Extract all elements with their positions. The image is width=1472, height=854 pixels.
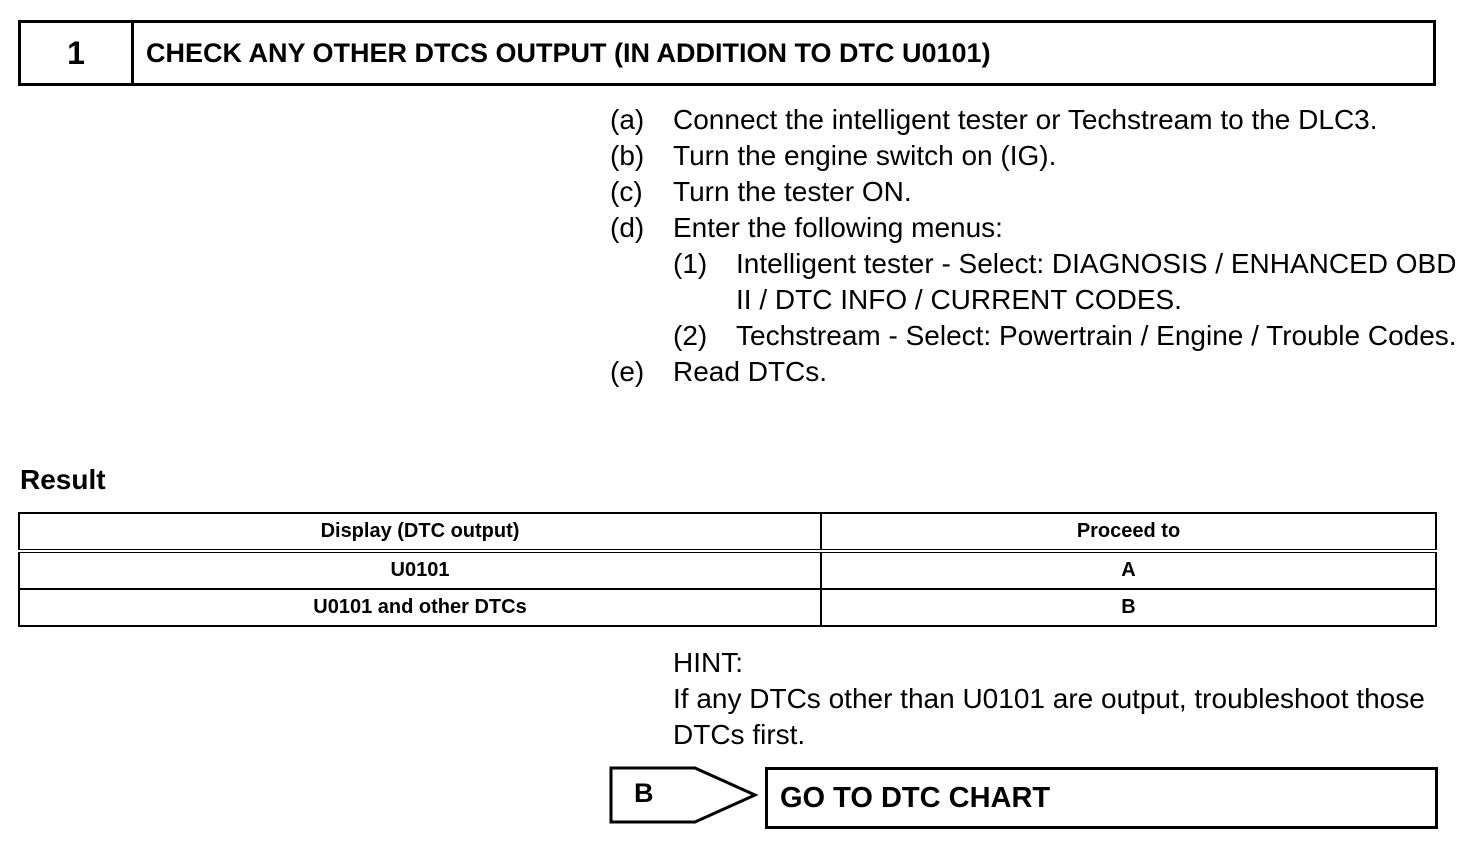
procedure-label: (c): [610, 176, 643, 207]
submenu-label: (1): [673, 248, 708, 279]
hint-block: HINT: If any DTCs other than U0101 are o…: [673, 645, 1443, 753]
result-table: Display (DTC output) Proceed to U0101 A …: [18, 512, 1437, 627]
procedure-list: (a) Connect the intelligent tester or Te…: [610, 102, 1460, 390]
procedure-item-e: (e) Read DTCs.: [610, 354, 1460, 390]
submenu-text: Intelligent tester - Select: DIAGNOSIS /…: [736, 248, 1457, 315]
column-header-display: Display (DTC output): [18, 512, 822, 553]
table-row: U0101 and other DTCs B: [18, 588, 1437, 627]
step-header: 1 CHECK ANY OTHER DTCS OUTPUT (IN ADDITI…: [18, 20, 1436, 86]
procedure-text: Read DTCs.: [673, 356, 828, 387]
procedure-item-a: (a) Connect the intelligent tester or Te…: [610, 102, 1460, 138]
procedure-label: (a): [610, 104, 645, 135]
submenu-list: (1) Intelligent tester - Select: DIAGNOS…: [610, 246, 1460, 354]
goto-action-box: GO TO DTC CHART: [765, 767, 1438, 829]
procedure-text: Turn the tester ON.: [673, 176, 912, 207]
table-header-row: Display (DTC output) Proceed to: [18, 512, 1437, 553]
branch-arrow-icon: [609, 766, 759, 824]
table-cell-display: U0101: [18, 550, 822, 590]
submenu-item-2: (2) Techstream - Select: Powertrain / En…: [673, 318, 1460, 354]
procedure-label: (e): [610, 356, 645, 387]
procedure-item-c: (c) Turn the tester ON.: [610, 174, 1460, 210]
branch-label: B: [634, 778, 654, 808]
result-heading: Result: [20, 464, 106, 495]
table-row: U0101 A: [18, 550, 1437, 590]
submenu-label: (2): [673, 320, 708, 351]
hint-text: If any DTCs other than U0101 are output,…: [673, 683, 1425, 750]
column-header-proceed: Proceed to: [820, 512, 1437, 553]
goto-action-text: GO TO DTC CHART: [780, 781, 1051, 814]
submenu-item-1: (1) Intelligent tester - Select: DIAGNOS…: [673, 246, 1460, 318]
step-title: CHECK ANY OTHER DTCS OUTPUT (IN ADDITION…: [146, 37, 991, 68]
procedure-item-d: (d) Enter the following menus:: [610, 210, 1460, 246]
submenu-text: Techstream - Select: Powertrain / Engine…: [736, 320, 1457, 351]
table-cell-proceed: B: [820, 588, 1437, 627]
procedure-text: Enter the following menus:: [673, 212, 1003, 243]
procedure-label: (b): [610, 140, 645, 171]
table-cell-display: U0101 and other DTCs: [18, 588, 822, 627]
step-number: 1: [21, 23, 134, 83]
procedure-text: Turn the engine switch on (IG).: [673, 140, 1057, 171]
hint-label: HINT:: [673, 647, 743, 678]
procedure-text: Connect the intelligent tester or Techst…: [673, 104, 1378, 135]
procedure-item-b: (b) Turn the engine switch on (IG).: [610, 138, 1460, 174]
table-cell-proceed: A: [820, 550, 1437, 590]
procedure-label: (d): [610, 212, 645, 243]
